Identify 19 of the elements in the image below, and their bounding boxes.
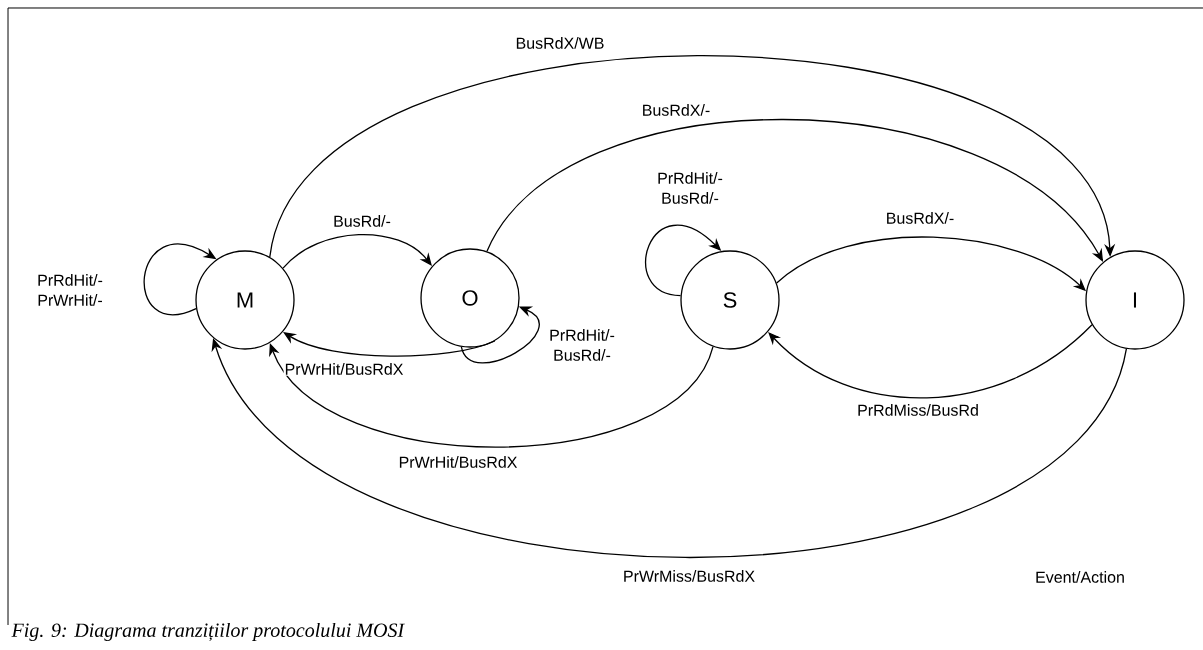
transition-arrow (460, 306, 540, 364)
edge-label: BusRd/- (332, 214, 392, 228)
transition-arrow (768, 324, 1093, 399)
caption: Fig. 9: Diagrama tranzițiilor protocolului MOSI (11, 622, 405, 642)
edge-label: PrRdMiss/BusRd (856, 403, 980, 417)
edge-label: BusRdX/- (640, 103, 712, 117)
edge-label: PrWrHit/BusRdX (283, 362, 405, 376)
edge-label: PrWrHit/BusRdX (397, 455, 519, 469)
legend-note: Event/Action (1036, 571, 1124, 583)
transition-arrow (282, 234, 432, 269)
edge-label: PrRdHit/- PrWrHit/- (29, 273, 111, 307)
edge-label: PrRdHit/- BusRd/- (541, 328, 623, 362)
transition-arrow (269, 55, 1116, 258)
edge-label: BusRdX/- (884, 211, 956, 225)
transition-arrow (211, 338, 1128, 559)
transition-arrow (269, 343, 714, 448)
edge-label: BusRdX/WB (514, 36, 606, 50)
edge-label: PrRdHit/- BusRd/- (649, 171, 731, 205)
edge-label: PrWrMiss/BusRdX (621, 569, 757, 583)
